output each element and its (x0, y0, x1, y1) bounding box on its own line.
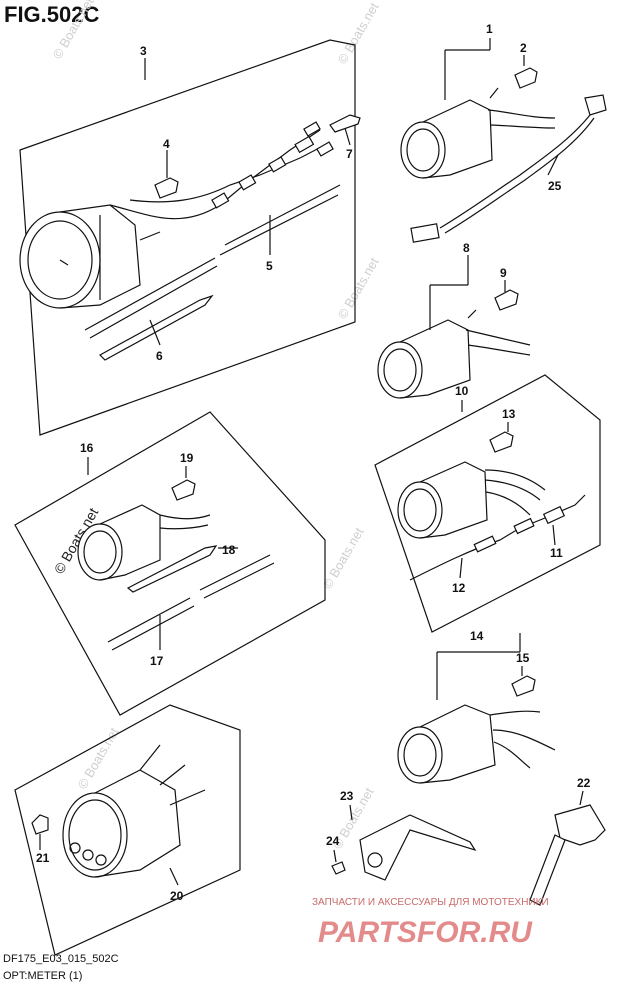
bracket-22 (529, 804, 606, 906)
callout-9: 9 (500, 266, 507, 280)
callout-19: 19 (180, 451, 194, 465)
callout-11: 11 (550, 546, 563, 560)
meter-14 (397, 704, 556, 784)
cable-tie-18 (126, 545, 218, 593)
cable-tie-6 (99, 294, 214, 361)
footer-caption: OPT:METER (1) (3, 970, 82, 982)
meter-16 (77, 504, 211, 581)
panel-group-10 (374, 374, 601, 633)
callout-12: 12 (452, 581, 466, 595)
figure-title: FIG.502C (4, 2, 99, 27)
shop-brand: PARTSFOR.RU (318, 916, 533, 949)
callout-22: 22 (577, 776, 591, 790)
callout-14: 14 (470, 629, 484, 643)
meter-10 (397, 461, 546, 539)
callout-17: 17 (150, 654, 164, 668)
callout-21: 21 (36, 851, 50, 865)
bulb-19 (171, 479, 196, 501)
bulb-13 (489, 431, 514, 453)
watermark-text: © Boats.net (320, 525, 367, 592)
panel-group-16 (14, 411, 326, 716)
meter-assembly-3 (19, 121, 334, 309)
bracket-23 (359, 814, 477, 881)
callout-20: 20 (170, 889, 184, 903)
callout-2: 2 (520, 41, 527, 55)
callout-16: 16 (80, 441, 94, 455)
tube-17b (107, 597, 195, 651)
callout-10: 10 (455, 384, 469, 398)
callout-24: 24 (326, 834, 340, 848)
panel-group-3 (19, 39, 356, 436)
watermark-text: © Boats.net (335, 255, 382, 322)
tube-17a (199, 554, 275, 599)
footer-code: DF175_E03_015_502C (3, 953, 119, 965)
callout-5: 5 (266, 259, 273, 273)
callout-15: 15 (516, 651, 530, 665)
callout-23: 23 (340, 789, 354, 803)
callout-18: 18 (222, 543, 236, 557)
harness-25 (410, 94, 607, 243)
tube-5 (219, 184, 341, 256)
screw-24 (331, 861, 346, 875)
bulb-21 (31, 814, 49, 835)
shop-tagline: ЗАПЧАСТИ И АКСЕССУАРЫ ДЛЯ МОТОТЕХНИКИ (312, 897, 549, 908)
meter-20 (62, 744, 206, 878)
callout-25: 25 (548, 179, 562, 193)
bulb-15 (511, 675, 536, 697)
meter-8 (377, 309, 531, 399)
callout-4: 4 (163, 137, 170, 151)
watermark-text: © Boats.net (335, 0, 382, 66)
callout-1: 1 (486, 22, 493, 36)
panel-group-20 (14, 704, 241, 956)
callout-7: 7 (346, 147, 353, 161)
callout-3: 3 (140, 44, 147, 58)
bulb-2 (514, 67, 538, 89)
callout-8: 8 (463, 241, 470, 255)
terminal-7 (329, 114, 361, 133)
tube-5b (84, 257, 218, 339)
bulb-9 (494, 289, 519, 311)
bulb-socket-4 (154, 177, 179, 199)
callout-13: 13 (502, 407, 516, 421)
meter-1 (400, 87, 556, 179)
callout-6: 6 (156, 349, 163, 363)
